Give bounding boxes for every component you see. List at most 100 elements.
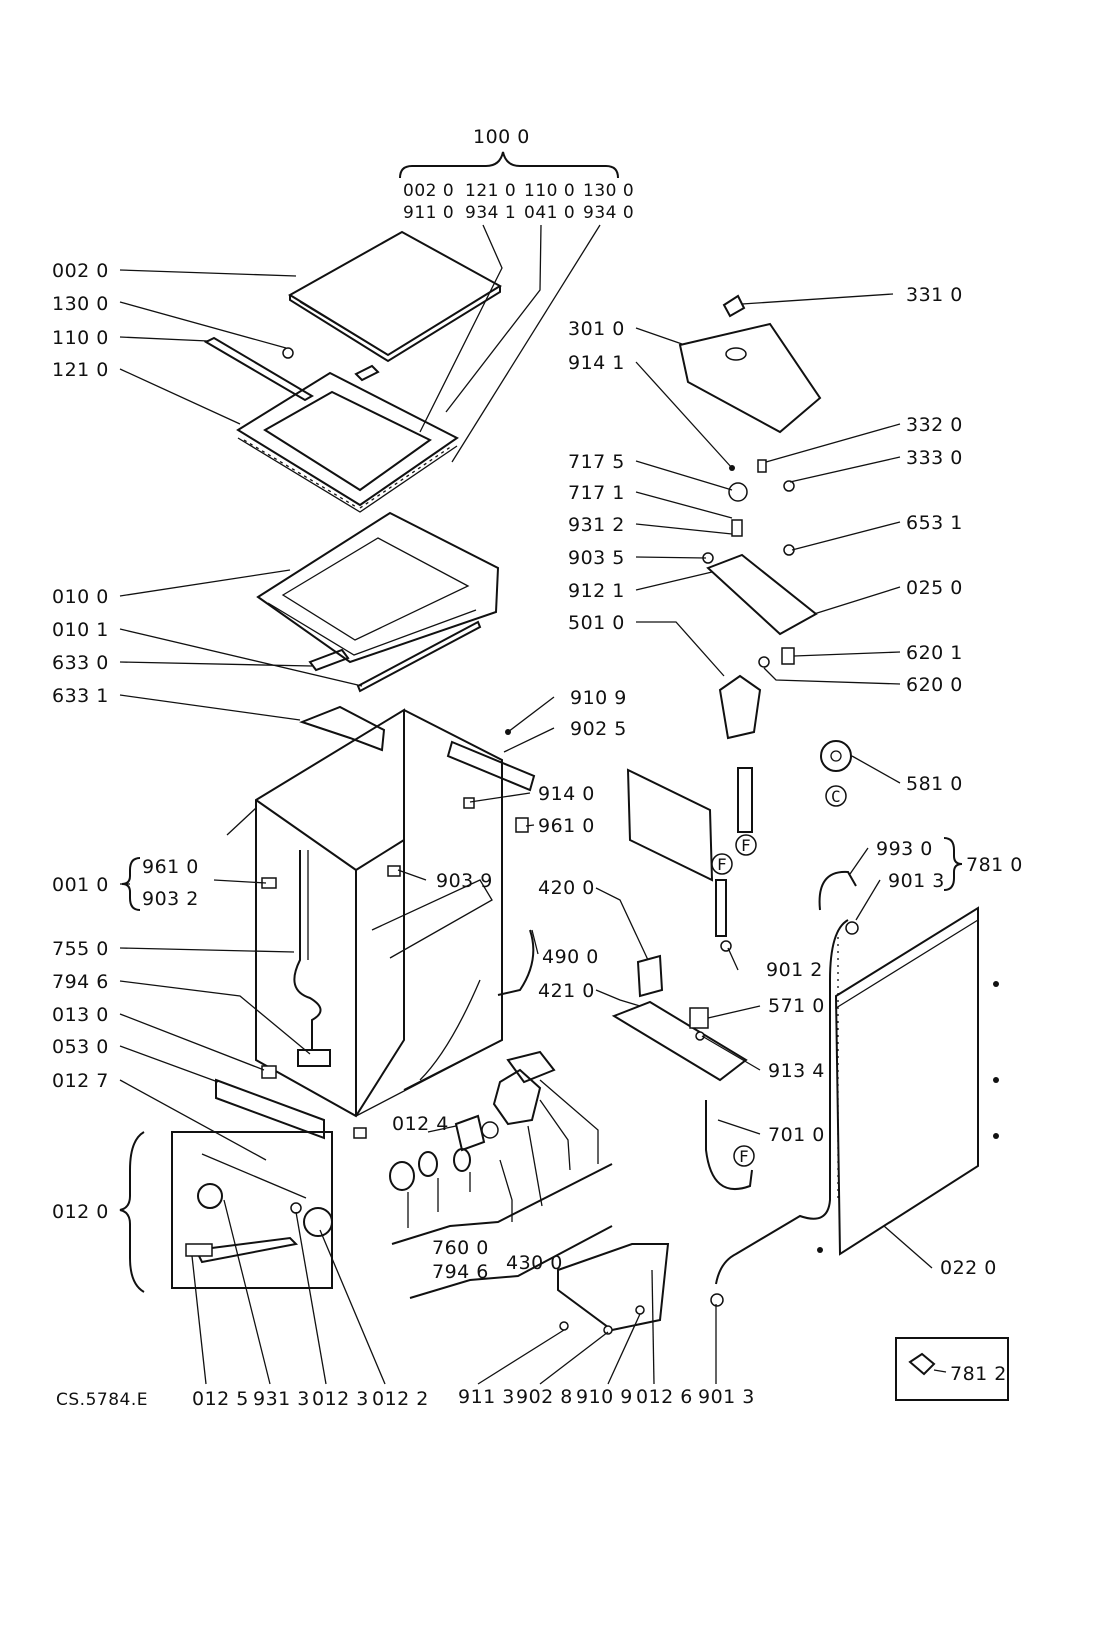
callout-902-8: 902 8 (516, 1386, 573, 1408)
brace-001-0 (121, 857, 141, 911)
callout-701-0: 701 0 (768, 1124, 825, 1146)
callout-025-0: 025 0 (906, 577, 963, 599)
bracket-633-0 (308, 648, 350, 672)
knob-331-0 (722, 294, 746, 318)
clamp-901-3-a (845, 921, 859, 935)
pump-leaders (407, 1079, 599, 1228)
motor-501-0 (718, 674, 762, 740)
screw-902-8 (603, 1325, 613, 1335)
door-inner (267, 602, 477, 656)
bracket-633-1 (299, 705, 386, 752)
callout-633-0: 633 0 (52, 652, 109, 674)
callout-332-0: 332 0 (906, 414, 963, 436)
screw-913-4 (695, 1031, 705, 1041)
cabinet-base (355, 879, 503, 1117)
hose-755-0 (293, 850, 322, 1050)
assembly-group: 100 0 002 0 121 0 110 0 130 0 911 0 934 … (399, 126, 634, 463)
callout-012-6: 012 6 (636, 1386, 693, 1408)
callout-002-0: 002 0 (52, 260, 109, 282)
callout-913-4: 913 4 (768, 1060, 825, 1082)
marker-f-upper-text: F (741, 836, 751, 855)
callout-053-0: 053 0 (52, 1036, 109, 1058)
callout-130-0: 130 0 (52, 293, 109, 315)
callout-993-0: 993 0 (876, 838, 933, 860)
hose-701-0 (705, 1100, 753, 1191)
assembly-item: 041 0 (524, 203, 575, 223)
wire-harness (419, 979, 481, 1081)
nut-901-2 (720, 940, 732, 952)
lever-012-5 (194, 1236, 299, 1264)
capacitor-420-0 (636, 954, 664, 998)
screw-911-3 (559, 1321, 569, 1331)
assembly-brace (399, 151, 619, 179)
wheel-931-3 (197, 1183, 223, 1209)
leaders (119, 269, 933, 1385)
panel-screw (993, 981, 999, 987)
inset-box (895, 1337, 1009, 1401)
callout-781-2: 781 2 (950, 1363, 1007, 1385)
callout-620-0: 620 0 (906, 674, 963, 696)
callout-903-9: 903 9 (436, 870, 493, 892)
hinge-bar-110-0 (203, 336, 314, 402)
callout-301-0: 301 0 (568, 318, 625, 340)
cabinet-001-0 (255, 708, 405, 1118)
callout-910-9-b: 910 9 (576, 1386, 633, 1408)
callout-794-6-b: 794 6 (432, 1261, 489, 1283)
callout-760-0: 760 0 (432, 1237, 489, 1259)
marker-c-text: C (831, 787, 841, 806)
assembly-leader (445, 224, 542, 413)
callout-717-1: 717 1 (568, 482, 625, 504)
pump-assembly (389, 1050, 670, 1335)
cabinet-side (255, 799, 405, 1116)
subassembly-012-0 (119, 1131, 333, 1293)
filter-794-6 (389, 1161, 415, 1191)
bracket-012-6 (557, 1243, 670, 1332)
callout-501-0: 501 0 (568, 612, 625, 634)
callout-903-5: 903 5 (568, 547, 625, 569)
callout-490-0: 490 0 (542, 946, 599, 968)
frame-teeth (243, 439, 453, 509)
panel-301-0 (678, 322, 822, 434)
brace-012-0 (119, 1131, 145, 1293)
callout-620-1: 620 1 (906, 642, 963, 664)
pump-brace (391, 1163, 613, 1245)
assembly-leader (419, 224, 503, 433)
callout-931-3: 931 3 (253, 1388, 310, 1410)
door-010-0 (256, 511, 500, 664)
seal-ring-b (453, 1148, 471, 1172)
callout-961-0-a: 961 0 (142, 856, 199, 878)
callout-012-5: 012 5 (192, 1388, 249, 1410)
bracket-421-0 (611, 1000, 748, 1082)
callout-001-0: 001 0 (52, 874, 109, 896)
callout-012-4: 012 4 (392, 1113, 449, 1135)
drain-hose-assembly (710, 870, 859, 1307)
callout-012-2: 012 2 (372, 1388, 429, 1410)
marker-f-lower-text: F (717, 855, 727, 874)
callout-581-0: 581 0 (906, 773, 963, 795)
cabinet-back (403, 709, 503, 1091)
rear-panel (817, 906, 999, 1256)
pump-bracket (506, 1050, 556, 1084)
rod-012-7 (201, 1153, 307, 1199)
callout-902-5: 902 5 (570, 718, 627, 740)
assembly-label: 100 0 (473, 126, 530, 148)
callout-931-2: 931 2 (568, 514, 625, 536)
wire-harness-490-0 (497, 929, 535, 996)
brace-781-0 (943, 837, 963, 891)
marker-f-hose-text: F (739, 1147, 749, 1166)
callout-914-0: 914 0 (538, 783, 595, 805)
callout-421-0: 421 0 (538, 980, 595, 1002)
frame-edge (237, 437, 458, 513)
callout-010-0: 010 0 (52, 586, 109, 608)
callout-121-0: 121 0 (52, 359, 109, 381)
callout-914-1: 914 1 (568, 352, 625, 374)
callout-653-1: 653 1 (906, 512, 963, 534)
assembly-item: 002 0 (403, 181, 454, 201)
cover-sheet (626, 768, 714, 882)
door-assembly (256, 511, 500, 752)
cabinet (215, 708, 535, 1140)
callout-961-0-b: 961 0 (538, 815, 595, 837)
callout-911-3: 911 3 (458, 1386, 515, 1408)
callout-910-9-a: 910 9 (570, 687, 627, 709)
fitting-781-2 (908, 1352, 936, 1376)
